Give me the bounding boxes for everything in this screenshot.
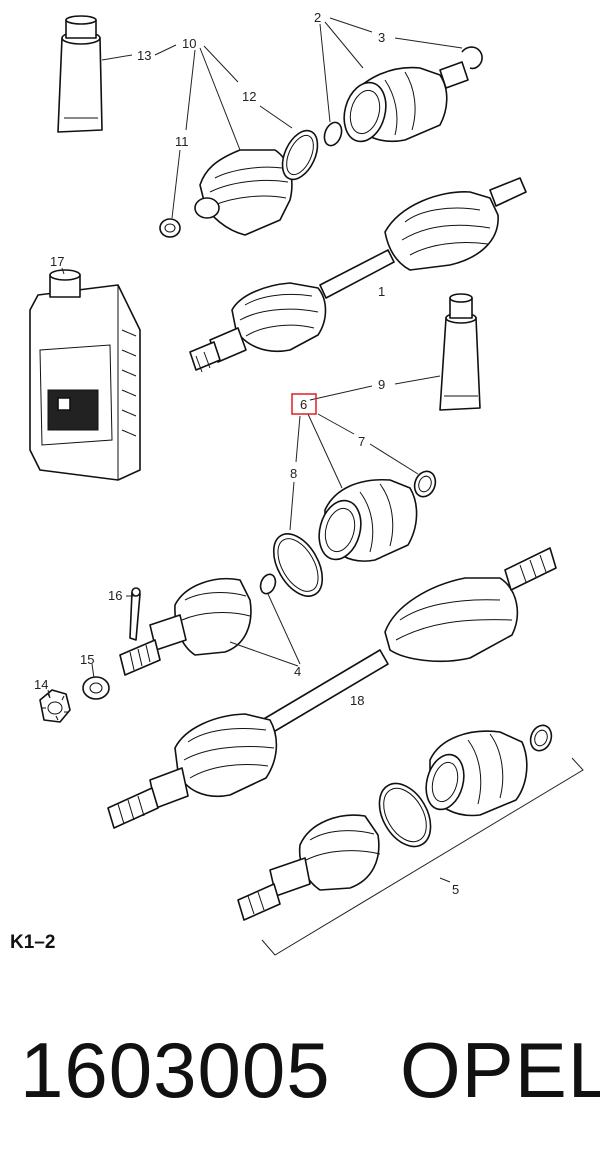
outer-boot-2	[343, 61, 469, 143]
clamp-8	[272, 533, 324, 597]
callout-10: 10	[182, 36, 196, 51]
sheet-code: K1–2	[10, 932, 56, 953]
callout-15: 15	[80, 652, 94, 667]
grease-tube-9	[439, 293, 481, 411]
brand-name: OPEL	[400, 1026, 600, 1114]
drive-shaft-18	[107, 547, 557, 829]
part-number: 1603005	[20, 1026, 331, 1114]
highlight-box	[291, 393, 317, 415]
callout-12: 12	[242, 89, 256, 104]
callout-18: 18	[350, 693, 364, 708]
drive-shaft-1	[189, 177, 527, 373]
outer-joint-5	[237, 814, 381, 921]
grease-tube-13	[57, 15, 103, 133]
washer-15	[82, 676, 110, 700]
callout-17: 17	[50, 254, 64, 269]
callout-5: 5	[452, 882, 459, 897]
callout-11: 11	[175, 134, 189, 149]
footer: 1603005 OPEL	[0, 1020, 600, 1120]
oil-bottle-17	[29, 269, 141, 481]
clamp-12	[281, 129, 319, 181]
outer-joint-4	[119, 578, 252, 676]
callout-14: 14	[34, 677, 48, 692]
callout-8: 8	[290, 466, 297, 481]
callout-9: 9	[378, 377, 385, 392]
split-pin-16	[129, 587, 141, 641]
boot-6	[318, 478, 418, 562]
callout-6: 6	[300, 397, 307, 412]
callout-7: 7	[358, 434, 365, 449]
bracket-5	[261, 757, 584, 956]
exploded-parts-diagram: 13 10 12 11 2 3 1 17 9 6 7 8 16 4 15 14 …	[29, 10, 584, 956]
callout-1: 1	[378, 284, 385, 299]
callout-4: 4	[294, 664, 301, 679]
boot-5	[425, 730, 528, 817]
circlip-2	[323, 121, 343, 147]
clamp-7	[413, 470, 437, 498]
inner-boot-10	[159, 149, 293, 238]
callout-3: 3	[378, 30, 385, 45]
clamp-5-large	[378, 782, 432, 848]
callout-2: 2	[314, 10, 321, 25]
callout-13: 13	[137, 48, 151, 63]
clamp-5-small	[529, 724, 553, 752]
snap-ring-3	[461, 46, 483, 70]
circlip-4	[259, 573, 277, 595]
callout-16: 16	[108, 588, 122, 603]
castle-nut-14	[39, 689, 71, 723]
leader-lines	[47, 17, 463, 883]
